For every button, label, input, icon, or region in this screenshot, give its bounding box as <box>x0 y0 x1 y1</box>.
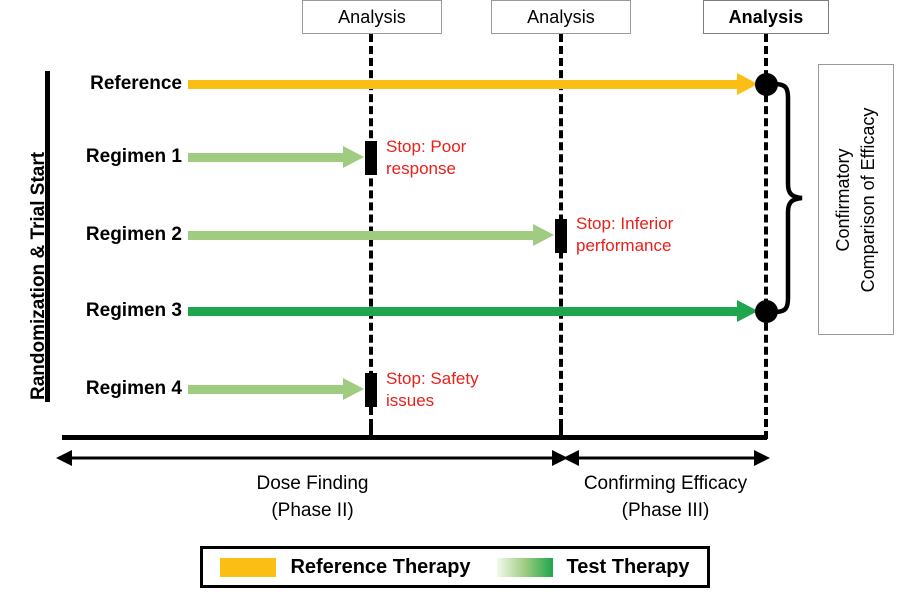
stop-text-regimen-4: Stop: Safety issues <box>386 368 479 412</box>
confirmatory-brace <box>772 81 803 315</box>
analysis-dashed-line-3 <box>764 34 768 439</box>
phase-label-dose-finding: Dose Finding (Phase II) <box>180 470 445 524</box>
phase-label-line-1: Confirming Efficacy <box>583 473 748 494</box>
stop-marker-regimen-2 <box>555 219 567 253</box>
legend: Reference Therapy Test Therapy <box>200 546 710 588</box>
legend-item-reference-therapy: Reference Therapy <box>220 555 471 579</box>
legend-label-test-therapy: Test Therapy <box>566 555 690 578</box>
analysis-box-label: Analysis <box>728 6 804 27</box>
confirmatory-comparison-box: Confirmatory Comparison of Efficacy <box>818 64 894 335</box>
stop-text-line-1: Stop: Safety <box>386 369 479 388</box>
arm-line-regimen-2 <box>188 231 533 240</box>
analysis-box-label: Analysis <box>338 6 406 27</box>
phase-label-confirming-efficacy: Confirming Efficacy (Phase III) <box>533 470 798 524</box>
arm-line-reference <box>188 80 745 89</box>
stop-marker-regimen-4 <box>365 373 377 407</box>
confirmatory-line-2: Comparison of Efficacy <box>858 107 878 292</box>
analysis-box-label: Analysis <box>527 6 595 27</box>
legend-swatch-reference-therapy <box>220 557 277 577</box>
randomization-label: Randomization & Trial Start <box>28 151 49 400</box>
phase-label-line-2: (Phase III) <box>621 500 710 521</box>
timeline-bar <box>62 435 767 440</box>
arm-arrowhead-regimen-1 <box>343 146 364 168</box>
timeline-tick-2 <box>559 425 563 436</box>
confirmatory-comparison-label: Confirmatory Comparison of Efficacy <box>831 107 881 292</box>
analysis-box-3: Analysis <box>703 0 829 34</box>
stop-text-line-2: performance <box>576 236 672 255</box>
phase-arrow-dose-finding <box>56 450 568 466</box>
confirmatory-line-1: Confirmatory <box>833 147 853 252</box>
endpoint-dot-regimen-3 <box>755 300 778 323</box>
arm-arrowhead-regimen-4 <box>343 378 364 400</box>
arm-label-reference: Reference <box>90 73 182 94</box>
arm-arrowhead-reference <box>737 73 758 95</box>
arm-line-regimen-4 <box>188 385 343 394</box>
phase-arrow-confirming-efficacy <box>563 450 770 466</box>
arm-arrowhead-regimen-3 <box>737 300 758 322</box>
arm-line-regimen-3 <box>188 307 745 316</box>
stop-text-regimen-2: Stop: Inferior performance <box>576 213 673 257</box>
timeline-tick-1 <box>369 425 373 436</box>
arm-label-regimen-1: Regimen 1 <box>85 146 182 167</box>
endpoint-dot-reference <box>755 73 778 96</box>
phase-label-line-1: Dose Finding <box>256 473 369 494</box>
stop-text-line-2: response <box>386 159 456 178</box>
arm-label-regimen-2: Regimen 2 <box>85 224 182 245</box>
arm-label-regimen-4: Regimen 4 <box>85 378 182 399</box>
legend-item-test-therapy: Test Therapy <box>496 555 690 579</box>
arm-arrowhead-regimen-2 <box>533 224 554 246</box>
stop-text-line-1: Stop: Inferior <box>576 214 674 233</box>
stop-text-regimen-1: Stop: Poor response <box>386 136 466 180</box>
stop-text-line-1: Stop: Poor <box>386 137 467 156</box>
stop-marker-regimen-1 <box>365 141 377 175</box>
stop-text-line-2: issues <box>386 391 435 410</box>
analysis-box-1: Analysis <box>302 0 442 34</box>
randomization-bar <box>45 71 50 402</box>
legend-label-reference-therapy: Reference Therapy <box>290 555 471 578</box>
phase-label-line-2: (Phase II) <box>271 500 354 521</box>
arm-label-regimen-3: Regimen 3 <box>85 300 182 321</box>
analysis-box-2: Analysis <box>491 0 631 34</box>
legend-swatch-test-therapy <box>496 557 553 577</box>
arm-line-regimen-1 <box>188 153 343 162</box>
